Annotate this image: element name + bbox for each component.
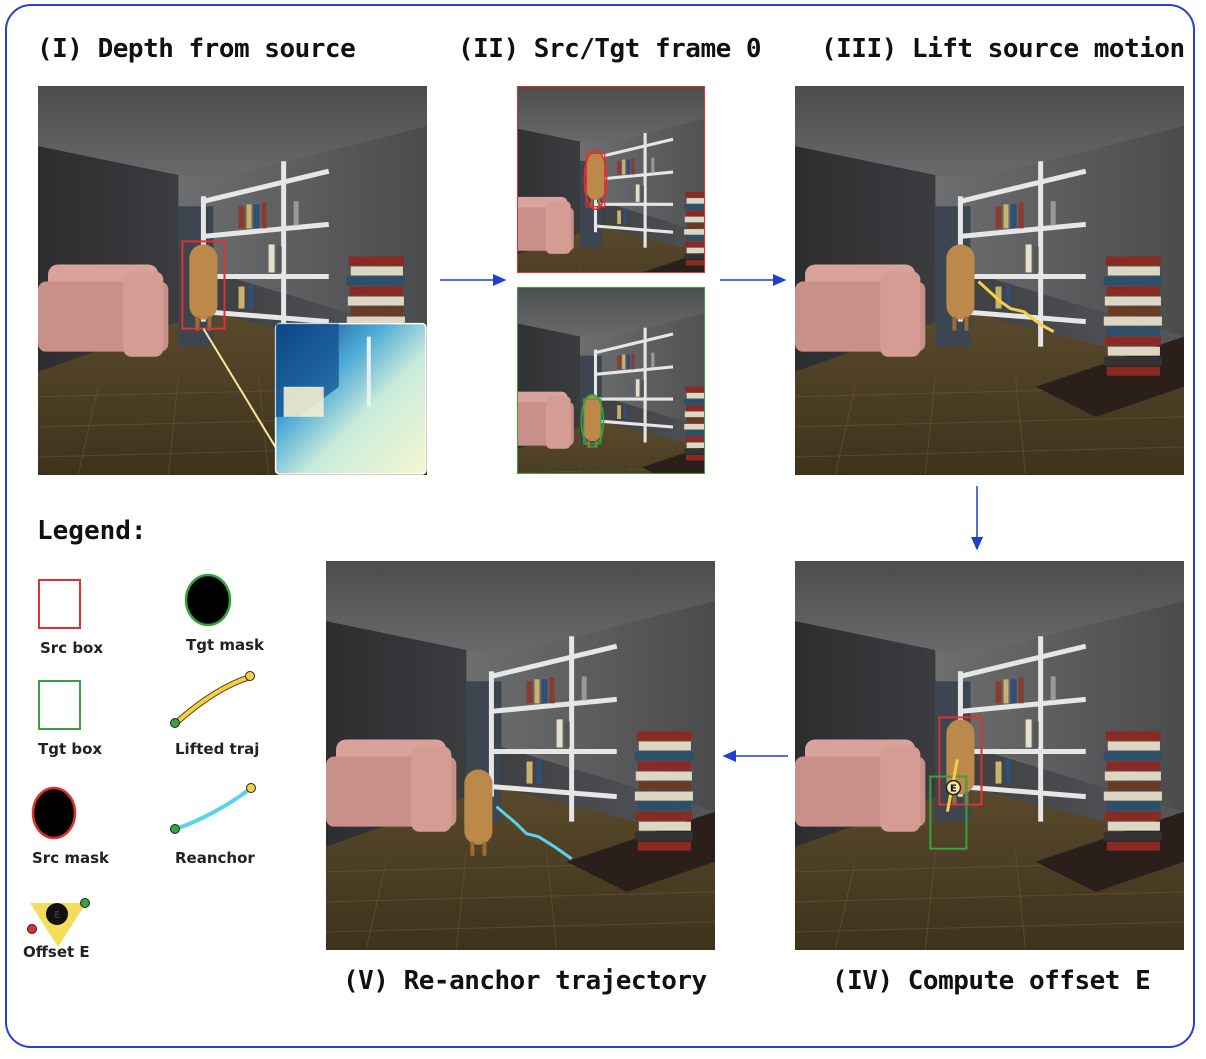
legend-end-dot [246,783,256,793]
legend-end-dot [245,671,255,681]
panel-title-lift: (III) Lift source motion [821,34,1185,64]
panel-title-reanchor: (V) Re-anchor trajectory [343,966,707,996]
legend-src-mask-label: Src mask [32,849,109,867]
legend-tgt-box-label: Tgt box [38,740,103,758]
legend-end-dot [27,924,37,934]
src-box [585,152,606,208]
legend-src-box-label: Src box [40,639,104,657]
panel-offset: E [795,561,1184,950]
depth-map-inset [274,322,427,475]
panel-title-offset: (IV) Compute offset E [832,966,1151,996]
panel-reanchor [326,561,715,950]
legend-lifted-traj-label: Lifted traj [175,740,260,758]
legend-reanchor-swatch [174,787,252,831]
tgt-box [583,398,602,445]
tgt-mask [580,393,605,448]
legend-reanchor-label: Reanchor [175,849,255,867]
legend-offset-triangle [30,903,86,947]
tgt-box [929,775,968,850]
panel-title-depth: (I) Depth from source [37,34,356,64]
legend-tgt-mask-label: Tgt mask [186,636,265,654]
panel-lift [795,86,1184,475]
panel-title-frame0: (II) Src/Tgt frame 0 [458,34,762,64]
legend-start-dot [80,898,90,908]
lifted-trajectory [977,280,1055,333]
legend-offset-label: Offset E [23,943,90,961]
legend-tgt-mask-swatch [184,573,232,627]
offset-e-label: E [950,784,957,795]
legend-offset-circle [46,903,68,925]
reanchored-trajectory [495,805,573,860]
panel-depth [38,86,427,475]
legend-src-mask-swatch [31,786,77,840]
legend-start-dot [170,824,180,834]
offset-e-marker [945,779,962,796]
depth-connector [202,328,278,450]
legend-title: Legend: [37,516,147,546]
outer-frame [5,4,1195,1048]
legend-src-box-swatch [38,579,81,629]
legend-lifted-traj-outline [173,674,253,726]
legend-start-dot [170,718,180,728]
legend-offset-letter: E [54,910,61,921]
legend-tgt-box-swatch [38,680,81,730]
src-mask [583,148,608,211]
legend-lifted-traj-swatch [174,675,252,725]
panel-src-frame0 [517,86,705,273]
panel-tgt-frame0 [517,287,705,474]
legend-swatches: E [27,573,256,947]
src-box [938,716,983,806]
